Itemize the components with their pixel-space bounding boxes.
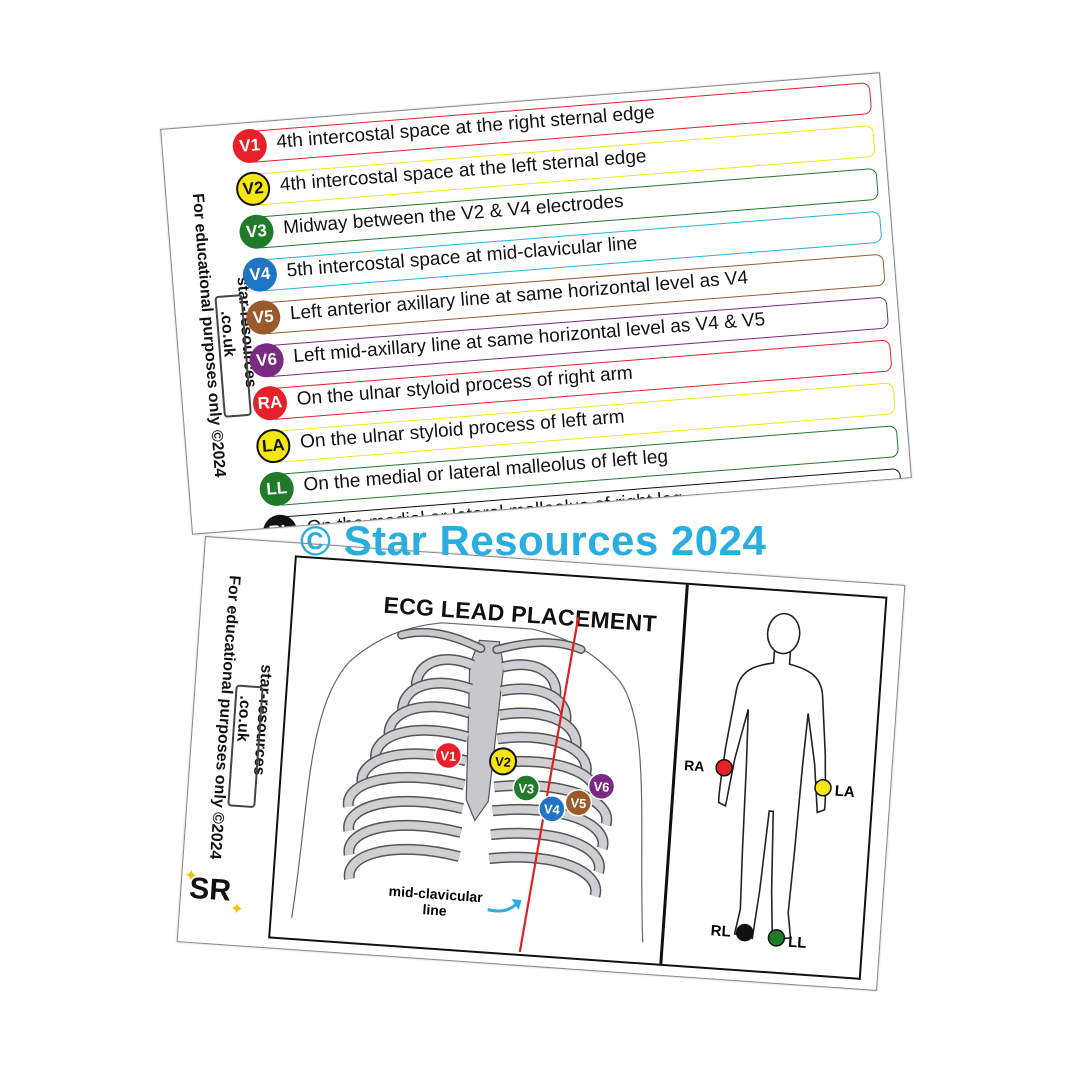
ll-electrode xyxy=(767,929,786,947)
copyright-watermark: © Star Resources 2024 xyxy=(300,517,767,564)
lead-placement-card: star-resources .co.uk For educational pu… xyxy=(176,536,906,991)
chest-electrode-v2 xyxy=(489,747,518,776)
rib-fill xyxy=(497,733,591,777)
chest-electrode-label: V5 xyxy=(570,795,587,811)
body-figure: RA LA RL LL xyxy=(684,612,855,952)
ll-label: LL xyxy=(788,934,807,952)
la-electrode xyxy=(814,778,832,797)
chest-electrode-label: V4 xyxy=(543,801,561,817)
la-label: LA xyxy=(834,783,855,801)
chest-electrode-v6 xyxy=(587,772,616,801)
ra-label: RA xyxy=(684,757,705,774)
rib-fill xyxy=(371,726,469,762)
ra-electrode xyxy=(715,759,733,777)
arrowhead-icon xyxy=(511,899,522,910)
chest-electrode-v3 xyxy=(512,774,541,802)
rib-fill xyxy=(344,773,466,808)
chest-electrode-label: V1 xyxy=(440,748,457,764)
chest-electrode-label: V2 xyxy=(495,754,512,770)
midclavicular-line xyxy=(518,617,580,953)
rib-fill xyxy=(492,805,608,850)
body-outline xyxy=(717,650,827,941)
rib-fill xyxy=(345,821,462,856)
rib-fill xyxy=(490,829,604,874)
rib-fill xyxy=(345,845,461,880)
head-outline xyxy=(766,612,801,655)
star-icon: ✦ xyxy=(229,900,245,919)
arrow-icon xyxy=(487,902,519,913)
chest-electrode-v1 xyxy=(434,741,463,770)
rib-fill xyxy=(498,709,581,752)
rib-fill xyxy=(488,853,600,898)
rl-electrode xyxy=(735,923,754,942)
midclavicular-label: mid-clavicular line xyxy=(387,883,483,921)
rl-label: RL xyxy=(710,922,731,940)
lead-description-card: star-resources .co.uk For educational pu… xyxy=(160,72,912,535)
rib-fill xyxy=(385,702,471,739)
chest-electrode-label: V3 xyxy=(518,780,535,796)
sr-logo: SR ✦ ✦ xyxy=(184,867,244,918)
star-icon: ✦ xyxy=(183,867,199,886)
chest-electrode-v5 xyxy=(564,788,593,817)
chest-electrode-v4 xyxy=(538,795,566,823)
rib-fill xyxy=(344,797,464,832)
chest-electrode-label: V6 xyxy=(593,779,610,795)
